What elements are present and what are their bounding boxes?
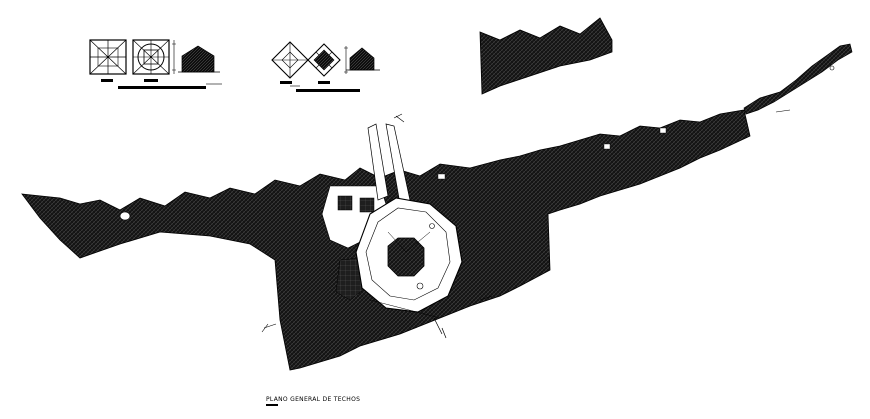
central-rotunda xyxy=(261,113,493,339)
title-scale-bar xyxy=(266,404,278,406)
detail-path-strip xyxy=(743,43,853,115)
detail-square-roof xyxy=(89,39,222,89)
drawing-title: PLANO GENERAL DE TECHOS xyxy=(266,396,361,403)
detail-roof-fragment xyxy=(479,17,613,95)
detail-diamond-roof xyxy=(271,41,380,92)
